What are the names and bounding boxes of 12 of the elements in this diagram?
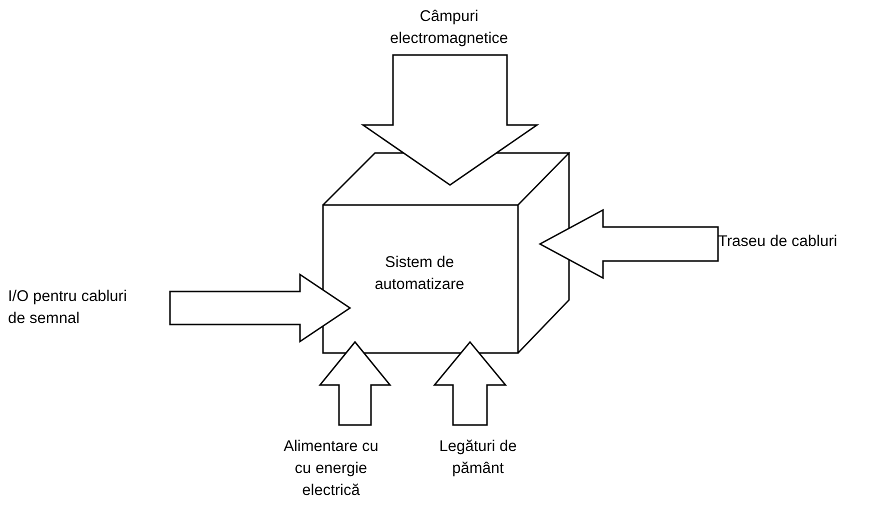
block-arrow: [360, 54, 540, 186]
input-label: Alimentare cu cu energie electrică: [282, 437, 380, 501]
block-arrow: [169, 273, 352, 343]
block-arrow: [538, 208, 719, 280]
input-label: Traseu de cabluri: [718, 232, 838, 252]
cube-shape: [322, 152, 570, 354]
input-label: I/O pentru cabluri de semnal: [8, 287, 128, 329]
system-label: Sistem de automatizare: [374, 253, 466, 295]
block-arrow: [318, 340, 392, 426]
block-arrow: [432, 340, 508, 426]
input-label: Legături de pământ: [438, 437, 518, 479]
input-label: Câmpuri electromagnetice: [388, 7, 510, 49]
